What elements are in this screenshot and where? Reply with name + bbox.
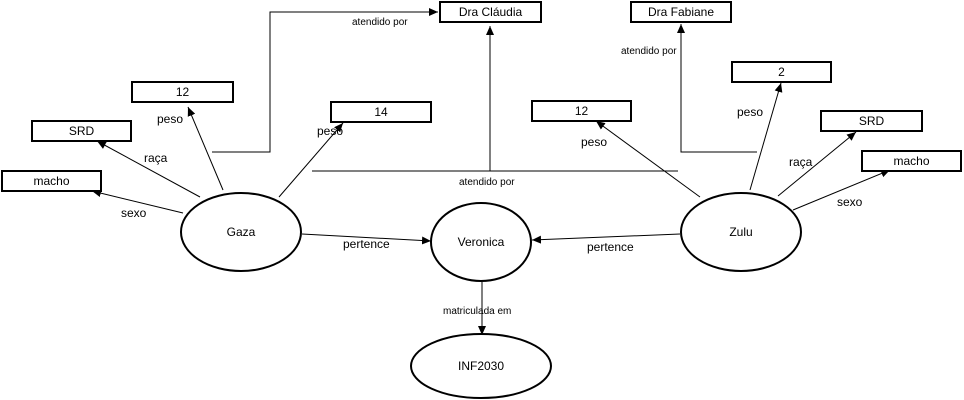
edge-label-zulu-atendido: atendido por <box>621 46 677 57</box>
edge-label-gaza-pertence: pertence <box>343 237 390 251</box>
node-gaza-sexo-label: macho <box>33 174 69 188</box>
edge-label-veronica-matriculada: matriculada em <box>443 306 511 317</box>
edge-gaza-raca <box>96 140 201 198</box>
edge-label-shared-atendido: atendido por <box>459 177 515 188</box>
edge-zulu-sexo <box>792 169 891 211</box>
edge-label-gaza-atendido: atendido por <box>352 17 408 28</box>
node-dra-claudia: Dra Cláudia <box>439 1 542 23</box>
node-gaza-raca: SRD <box>31 120 132 142</box>
node-gaza-peso-2: 14 <box>330 101 432 123</box>
edge-zulu-pertence <box>531 233 681 244</box>
node-veronica: Veronica <box>430 202 532 282</box>
node-zulu-label: Zulu <box>729 225 752 239</box>
node-zulu: Zulu <box>680 192 802 272</box>
node-dra-fabiane: Dra Fabiane <box>630 1 732 23</box>
node-zulu-peso-label: 12 <box>575 104 589 118</box>
node-zulu-peso-2-label: 2 <box>778 65 785 79</box>
edge-gaza-peso-14 <box>278 122 344 198</box>
edge-label-zulu-peso-12: peso <box>581 135 607 149</box>
node-inf2030: INF2030 <box>410 333 552 399</box>
node-gaza-sexo: macho <box>1 170 102 192</box>
edge-label-zulu-sexo: sexo <box>837 195 863 209</box>
edge-label-gaza-raca: raça <box>144 151 168 165</box>
edge-zulu-peso-12 <box>595 120 701 198</box>
node-zulu-sexo-label: macho <box>893 154 929 168</box>
node-zulu-peso-2: 2 <box>731 61 832 83</box>
node-zulu-raca: SRD <box>820 110 923 132</box>
edge-label-zulu-raca: raça <box>789 155 813 169</box>
node-zulu-sexo: macho <box>861 150 962 172</box>
node-inf2030-label: INF2030 <box>458 359 504 373</box>
node-dra-fabiane-label: Dra Fabiane <box>648 5 714 19</box>
node-zulu-peso: 12 <box>531 100 632 122</box>
node-gaza-peso-2-label: 14 <box>374 105 388 119</box>
node-gaza: Gaza <box>180 192 302 272</box>
edge-gaza-peso-12 <box>187 106 224 191</box>
edge-label-gaza-peso-14: peso <box>317 124 343 138</box>
node-zulu-raca-label: SRD <box>859 114 885 128</box>
node-gaza-label: Gaza <box>227 225 256 239</box>
edge-label-gaza-peso-12: peso <box>157 112 183 126</box>
edge-label-zulu-peso-2: peso <box>737 105 763 119</box>
node-dra-claudia-label: Dra Cláudia <box>459 5 523 19</box>
edge-gaza-atendido-claudia <box>212 8 438 153</box>
node-gaza-peso-label: 12 <box>176 85 190 99</box>
node-veronica-label: Veronica <box>458 235 505 249</box>
edge-gaza-pertence <box>301 233 432 245</box>
edge-label-zulu-pertence: pertence <box>587 240 634 254</box>
edge-zulu-raca <box>777 131 857 197</box>
node-gaza-raca-label: SRD <box>69 124 95 138</box>
edge-zulu-atendido-fabiane <box>677 24 757 153</box>
edge-label-gaza-sexo: sexo <box>121 206 147 220</box>
edge-gaza-sexo <box>91 189 184 214</box>
edge-zulu-peso-2 <box>749 82 783 191</box>
node-gaza-peso: 12 <box>131 81 234 103</box>
